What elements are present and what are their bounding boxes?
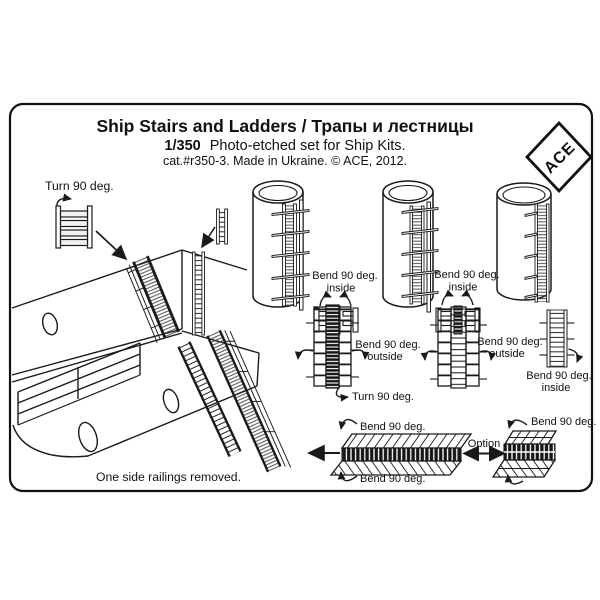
curved-arrow xyxy=(338,418,358,430)
curved-arrow xyxy=(294,349,314,360)
label-outside: outside xyxy=(489,348,524,360)
label-inside: inside xyxy=(449,282,478,294)
subtitle: 1/350 Photo-etched set for Ship Kits. xyxy=(164,138,405,154)
label-one-side-railings: One side railings removed. xyxy=(96,470,241,484)
sheet-border xyxy=(8,102,594,493)
cylinder-3 xyxy=(496,182,552,303)
cylinder-2 xyxy=(382,180,439,313)
curved-arrow xyxy=(337,471,358,482)
curved-arrow xyxy=(339,290,352,307)
curved-arrow xyxy=(441,289,454,306)
curved-arrow xyxy=(568,348,584,363)
cylinder-1 xyxy=(252,180,310,311)
curved-arrow xyxy=(335,385,349,402)
porthole xyxy=(41,312,180,453)
ace-logo: ACE xyxy=(525,120,593,194)
photoetch-ladder-small xyxy=(55,205,93,249)
fold-ticks xyxy=(539,322,575,356)
stairs-railing xyxy=(125,264,161,344)
curved-arrow xyxy=(319,290,332,307)
ladder-standoffs xyxy=(401,206,439,299)
label-bend-90: Bend 90 deg. xyxy=(312,270,377,282)
label-outside: outside xyxy=(367,351,402,363)
label-bend-90: Bend 90 deg. xyxy=(360,421,425,433)
small-ladder-callout xyxy=(201,208,228,249)
leaning-ladder-with-rails xyxy=(206,329,292,473)
label-turn-90: Turn 90 deg. xyxy=(352,391,414,403)
curved-arrow xyxy=(461,289,474,306)
ace-logo-diamond xyxy=(525,120,593,194)
stairs-treads xyxy=(134,256,179,338)
deck-railing xyxy=(17,342,141,426)
pointer-arrow xyxy=(201,226,216,249)
label-bend-90: Bend 90 deg. xyxy=(477,336,542,348)
cylinder-ladder xyxy=(271,199,310,311)
turn-90-callout: Turn 90 deg. xyxy=(45,179,128,261)
cylinder-ladder xyxy=(524,203,550,303)
flat-ladder-piece-c: Bend 90 deg. inside xyxy=(526,309,592,394)
stair-strip-long: Bend 90 deg. Bend 90 deg. xyxy=(307,418,473,485)
deckhouse-stairs xyxy=(125,255,180,344)
label-bend-90: Bend 90 deg. xyxy=(434,269,499,281)
curved-arrow xyxy=(351,349,370,360)
label-bend-90: Bend 90 deg. xyxy=(531,416,596,428)
catalog-line: cat.#r350-3. Made in Ukraine. © ACE, 201… xyxy=(163,154,407,168)
pointer-arrow xyxy=(95,230,128,261)
label-inside: inside xyxy=(327,283,356,295)
stair-strip-short: Bend 90 deg. xyxy=(491,416,596,485)
subtitle-text: Photo-etched set for Ship Kits. xyxy=(210,138,406,154)
photoetch-ladder-tiny xyxy=(216,208,228,245)
corner-ladder xyxy=(192,251,205,336)
header: Ship Stairs and Ladders / Трапы и лестни… xyxy=(96,116,593,194)
label-bend-90: Bend 90 deg. xyxy=(360,473,425,485)
scale-text: 1/350 xyxy=(164,138,200,154)
curved-arrow xyxy=(478,350,496,361)
ladder-standoffs xyxy=(271,208,310,302)
cylinder-ladder xyxy=(401,201,439,313)
page-title: Ship Stairs and Ladders / Трапы и лестни… xyxy=(96,116,473,136)
flat-ladder-piece-b: Bend 90 deg. outside xyxy=(420,306,543,389)
leaning-ladder-no-rails xyxy=(177,341,242,457)
curved-arrow xyxy=(504,474,524,485)
flat-ladder-piece-a: Bend 90 deg. outside Turn 90 deg. xyxy=(294,304,421,403)
label-inside: inside xyxy=(542,382,571,394)
ladder-standoffs xyxy=(524,211,538,300)
ladder-railing xyxy=(224,330,292,468)
option-callout: Option xyxy=(462,438,506,462)
curved-arrow xyxy=(420,350,439,361)
label-bend-90: Bend 90 deg. xyxy=(526,370,591,382)
label-bend-90: Bend 90 deg. xyxy=(355,339,420,351)
label-option: Option xyxy=(468,438,500,450)
curved-arrow xyxy=(507,419,528,429)
label-turn-90-top: Turn 90 deg. xyxy=(45,179,114,193)
